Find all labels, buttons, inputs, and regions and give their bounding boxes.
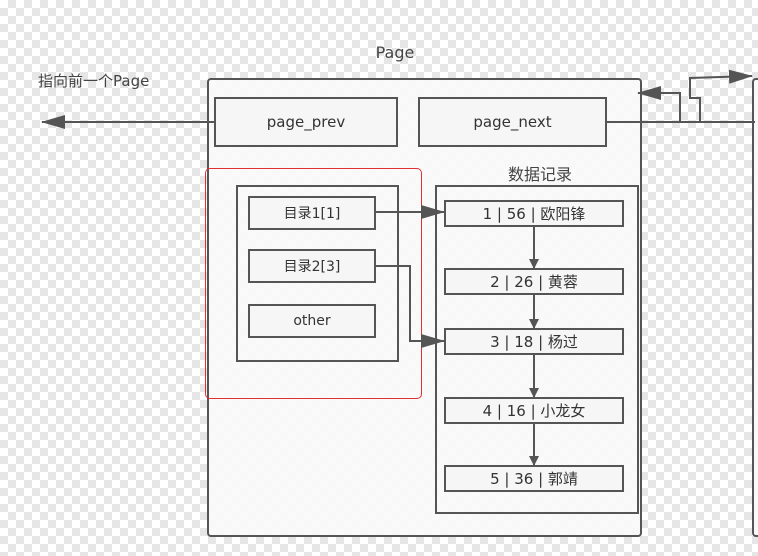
next-page-container (752, 78, 758, 537)
directory-slot: 目录2[3] (248, 249, 376, 283)
page-prev-box: page_prev (214, 97, 398, 147)
records-container (435, 185, 639, 514)
prev-page-note: 指向前一个Page (38, 72, 150, 90)
record-row: 1 | 56 | 欧阳锋 (444, 200, 624, 227)
directory-2-arrow (376, 265, 445, 348)
page-label: Page (375, 43, 415, 62)
record-row: 4 | 16 | 小龙女 (444, 397, 624, 424)
record-row: 3 | 18 | 杨过 (444, 328, 624, 355)
records-title: 数据记录 (507, 165, 572, 184)
directory-container (236, 185, 399, 362)
directory-slot: other (248, 304, 376, 338)
directory-slot: 目录1[1] (248, 196, 376, 230)
page-next-box: page_next (418, 97, 607, 147)
directory-highlight-frame (205, 168, 422, 399)
record-row: 5 | 36 | 郭靖 (444, 465, 624, 492)
back-pointer-line (637, 86, 755, 123)
record-row: 2 | 26 | 黄蓉 (444, 268, 624, 295)
